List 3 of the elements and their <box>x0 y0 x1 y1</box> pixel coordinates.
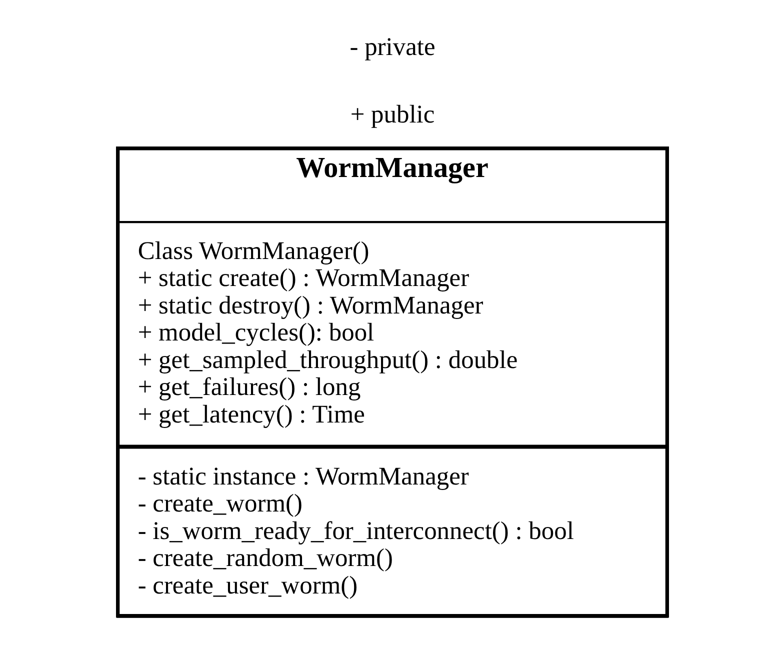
node-box: - static instance : WormManager - create_worm() - is_worm_ready_for_interconnect() : bool - create_random_worm() - create_user_worm() <box>116 446 668 618</box>
label: + public <box>350 99 434 128</box>
label: - private <box>349 32 435 62</box>
